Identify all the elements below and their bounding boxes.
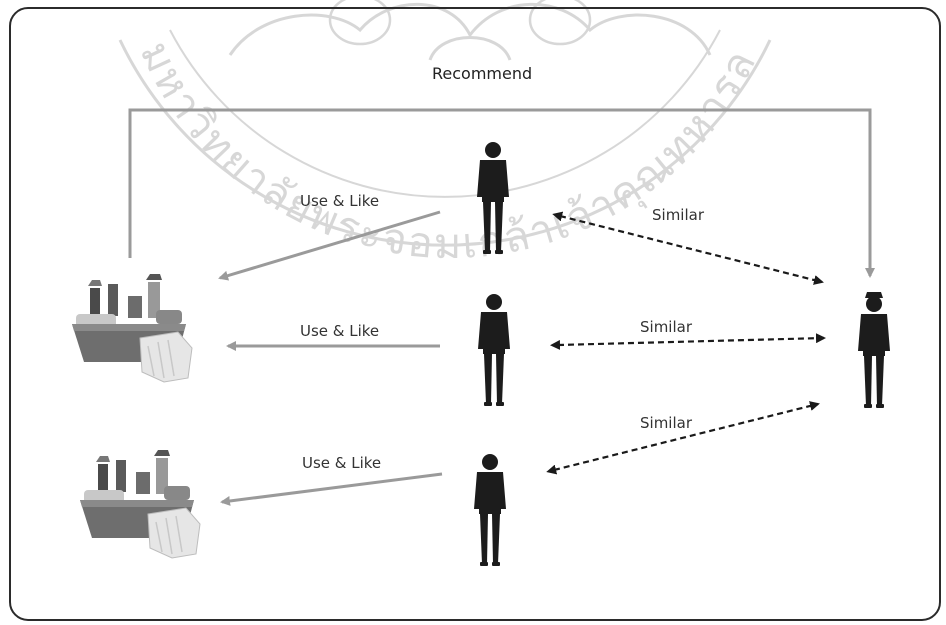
cleaning-products-icon-2: [80, 450, 200, 558]
person-icon-target-user: [858, 292, 890, 408]
similar-arrow-1: [560, 216, 822, 282]
use-like-arrow-3: [222, 474, 442, 502]
person-icon-user-3: [474, 454, 506, 566]
use-like-label-2: Use & Like: [300, 322, 379, 340]
similar-arrow-2: [558, 338, 824, 345]
person-icon-user-2: [478, 294, 510, 406]
recommend-label: Recommend: [432, 64, 532, 83]
similar-label-1: Similar: [652, 206, 705, 224]
cleaning-products-icon-1: [72, 274, 192, 382]
similar-label-3: Similar: [640, 414, 693, 432]
similar-label-2: Similar: [640, 318, 693, 336]
use-like-label-1: Use & Like: [300, 192, 379, 210]
use-like-label-3: Use & Like: [302, 454, 381, 472]
